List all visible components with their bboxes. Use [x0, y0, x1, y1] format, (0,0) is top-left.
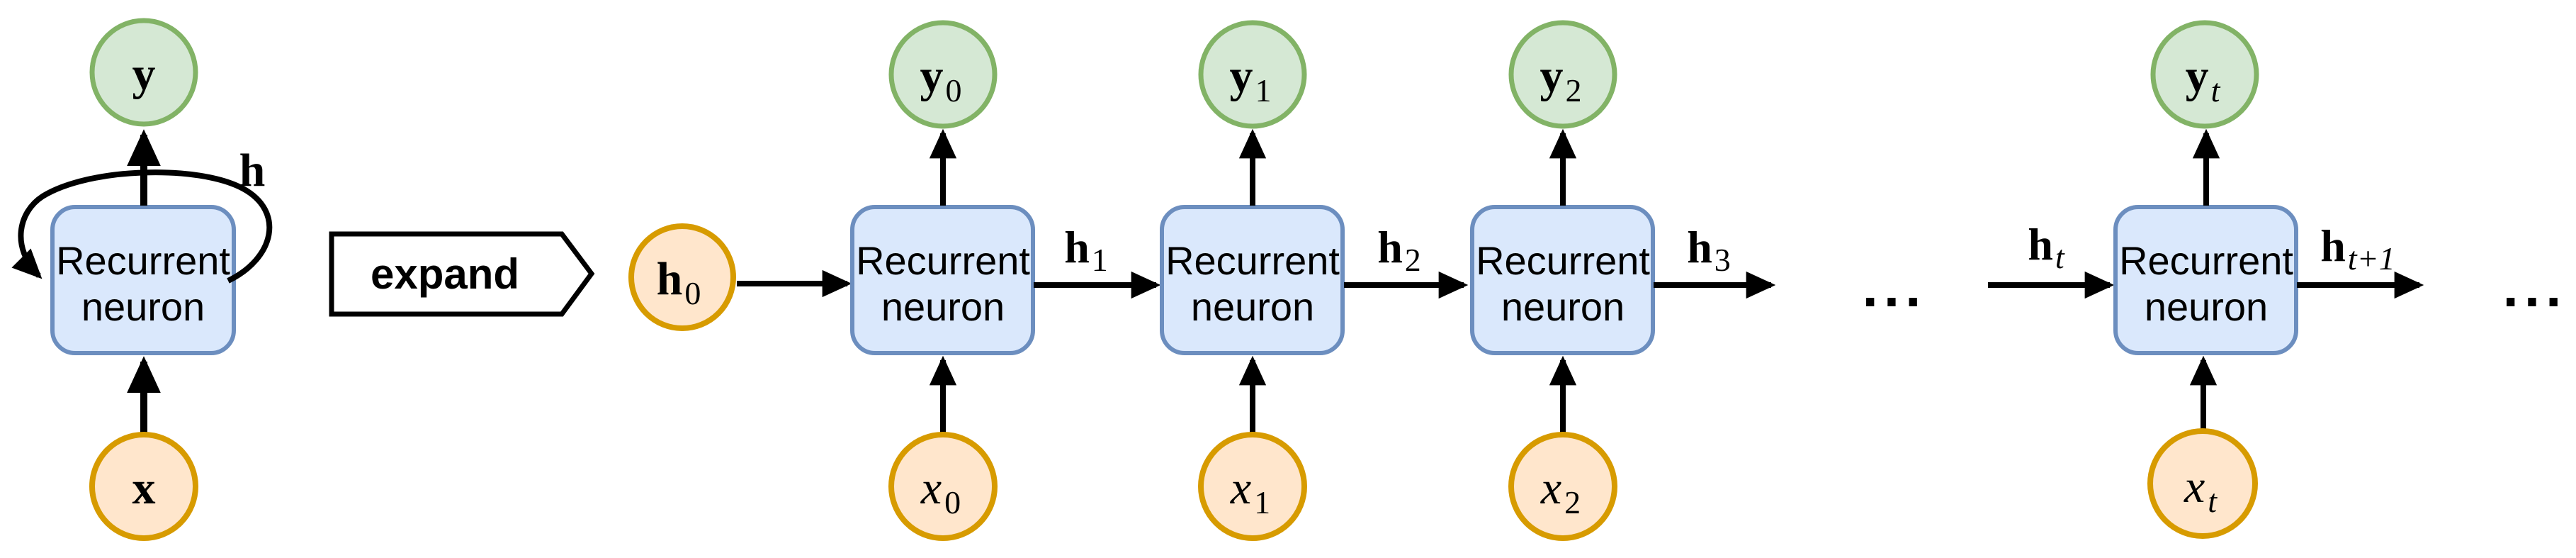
hidden-link-h3: h3: [1654, 222, 1776, 299]
initial-hidden-state: h0: [628, 223, 852, 331]
expand-label: expand: [371, 250, 519, 298]
input-node-x0: [888, 432, 998, 541]
recurrent-neuron-box: [1470, 205, 1655, 355]
output-node-label: yt: [2186, 50, 2221, 108]
xt-label-base: x: [2184, 461, 2205, 513]
output-node-y0: [888, 20, 998, 129]
y2-label-sub: 2: [1566, 72, 1582, 108]
ht-label: ht: [2028, 219, 2065, 275]
ht-label-sub: t: [2055, 239, 2065, 275]
neuron-box-label-line1: Recurrent: [856, 238, 1030, 283]
neuron-box-label-line2: neuron: [81, 284, 205, 329]
x0-label-base: x: [920, 462, 942, 514]
neuron-box-label-line2: neuron: [1191, 284, 1314, 329]
ht1-label: ht+1: [2320, 221, 2395, 277]
neuron-box-label-line2: neuron: [881, 284, 1005, 329]
h3-label: h3: [1687, 222, 1731, 278]
y0-label-sub: 0: [946, 72, 962, 108]
neuron-box-label-line1: Recurrent: [1165, 238, 1340, 283]
input-node-label: x0: [920, 462, 961, 520]
unrolled-unit-1: Recurrent neuron y1 x1: [1160, 20, 1345, 541]
input-node: [89, 432, 198, 541]
recurrent-self-loop-arrow: [11, 169, 273, 284]
ht-label-base: h: [2028, 219, 2053, 269]
ht1-label-sub: t+1: [2348, 240, 2395, 277]
neuron-box-label-line2: neuron: [1501, 284, 1625, 329]
neuron-box-label-line1: Recurrent: [1476, 238, 1650, 283]
h2-label-sub: 2: [1405, 242, 1421, 278]
folded-rnn-unit: Recurrent neuron h y x: [11, 18, 273, 541]
recurrent-neuron-box: [1160, 205, 1345, 355]
y2-label-base: y: [1540, 50, 1564, 102]
neuron-box-label-line1: Recurrent: [56, 238, 230, 283]
neuron-box-label-line2: neuron: [2145, 284, 2268, 329]
h3-label-base: h: [1687, 222, 1712, 272]
y0-label-base: y: [920, 50, 944, 102]
x1-label-sub: 1: [1254, 484, 1270, 520]
y1-label-sub: 1: [1255, 72, 1272, 108]
h1-label-sub: 1: [1092, 242, 1108, 278]
hidden-state-label: h: [239, 145, 266, 196]
ellipsis-end: ...: [2503, 255, 2567, 318]
expand-chevron-shape: [329, 231, 595, 317]
recurrent-neuron-box: [850, 205, 1035, 355]
y1-label-base: y: [1230, 50, 1253, 102]
output-node-label: y0: [920, 50, 962, 108]
xt-label-sub: t: [2208, 483, 2218, 519]
hidden-link-h1: h1: [1034, 222, 1161, 299]
output-node-yt: [2150, 20, 2259, 129]
neuron-box-label-line1: Recurrent: [2119, 238, 2293, 283]
expand-step: expand: [329, 231, 595, 317]
unrolled-unit-0: Recurrent neuron y0 x0: [850, 20, 1035, 541]
x1-label-base: x: [1230, 462, 1251, 514]
input-node-x1: [1198, 432, 1307, 541]
input-node-label: x2: [1540, 462, 1581, 520]
yt-label-base: y: [2186, 50, 2209, 102]
input-node-label: x1: [1230, 462, 1270, 520]
output-node-y1: [1198, 20, 1307, 129]
output-node: [89, 18, 198, 127]
hidden-link-ht1: ht+1: [2297, 221, 2424, 299]
unrolled-unit-2: Recurrent neuron y2 x2: [1470, 20, 1655, 541]
x2-label-sub: 2: [1564, 484, 1581, 520]
unrolled-unit-t: Recurrent neuron yt xt: [2113, 20, 2298, 539]
output-node-y2: [1508, 20, 1617, 129]
ellipsis-middle: ...: [1863, 255, 1927, 318]
h3-label-sub: 3: [1714, 242, 1731, 278]
yt-label-sub: t: [2211, 72, 2221, 108]
input-node-label: xt: [2184, 461, 2218, 519]
x2-label-base: x: [1540, 462, 1561, 514]
h2-label-base: h: [1377, 222, 1403, 272]
h1-label-base: h: [1064, 222, 1090, 272]
output-node-label: y2: [1540, 50, 1582, 108]
h2-label: h2: [1377, 222, 1421, 278]
input-node-xt: [2147, 428, 2258, 539]
recurrent-neuron-box: [2113, 205, 2298, 355]
input-node-label: x: [132, 462, 156, 514]
h1-label: h1: [1064, 222, 1108, 278]
output-node-label: y: [132, 48, 156, 100]
h0-node-label: h0: [657, 253, 701, 311]
hidden-link-ht: ht: [1988, 219, 2115, 299]
input-node-x2: [1508, 432, 1617, 541]
hidden-link-h2: h2: [1344, 222, 1469, 299]
x0-label-sub: 0: [944, 484, 961, 520]
ht1-label-base: h: [2320, 221, 2346, 271]
h0-label-sub: 0: [684, 275, 701, 311]
h0-label-base: h: [657, 253, 683, 305]
output-node-label: y1: [1230, 50, 1272, 108]
h0-node: [628, 223, 736, 331]
